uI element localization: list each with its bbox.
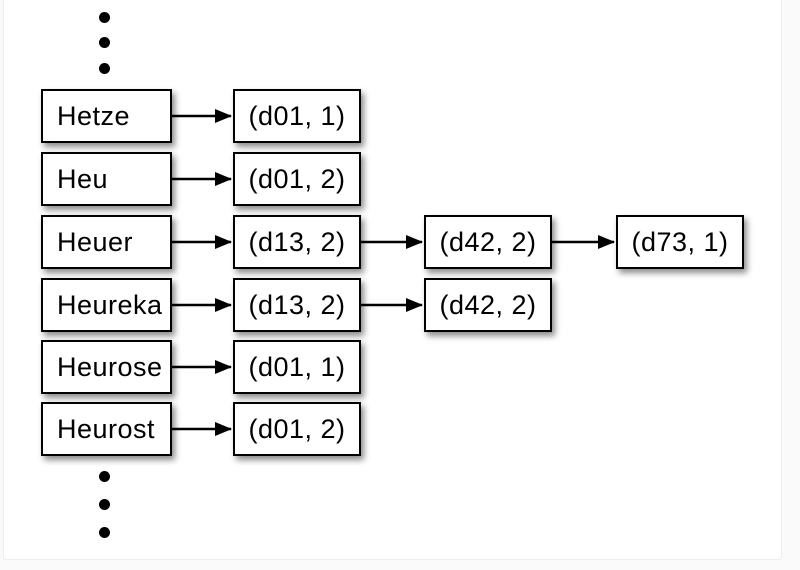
- posting-box-label: (d42, 2): [439, 289, 537, 320]
- ellipsis-dot: [99, 63, 110, 74]
- term-box-heureka: Heureka: [41, 278, 172, 332]
- posting-box: (d73, 1): [616, 215, 744, 269]
- posting-box-label: (d13, 2): [248, 226, 346, 257]
- ellipsis-dot: [99, 37, 110, 48]
- posting-box: (d42, 2): [424, 215, 552, 269]
- term-box-heu: Heu: [41, 152, 172, 206]
- posting-box: (d01, 2): [233, 152, 361, 206]
- ellipsis-dot: [99, 499, 110, 510]
- posting-box-label: (d01, 2): [248, 413, 346, 444]
- ellipsis-dot: [99, 12, 110, 23]
- posting-box: (d01, 2): [233, 402, 361, 456]
- posting-box: (d13, 2): [233, 278, 361, 332]
- term-box-heuer: Heuer: [41, 215, 172, 269]
- posting-box: (d42, 2): [424, 278, 552, 332]
- term-box-heurost: Heurost: [41, 402, 172, 456]
- posting-box-label: (d13, 2): [248, 289, 346, 320]
- posting-box: (d01, 1): [233, 340, 361, 394]
- term-box-heureka-label: Heureka: [57, 289, 163, 320]
- term-box-hetze-label: Hetze: [57, 100, 131, 131]
- term-box-heurost-label: Heurost: [57, 413, 156, 444]
- term-box-heu-label: Heu: [57, 163, 109, 194]
- term-box-heuer-label: Heuer: [57, 226, 134, 257]
- posting-box: (d01, 1): [233, 89, 361, 143]
- ellipsis-dot: [99, 471, 110, 482]
- posting-box-label: (d01, 2): [248, 163, 346, 194]
- term-box-heurose-label: Heurose: [57, 351, 163, 382]
- posting-box-label: (d42, 2): [439, 226, 537, 257]
- posting-box-label: (d01, 1): [248, 351, 346, 382]
- term-box-heurose: Heurose: [41, 340, 172, 394]
- posting-box: (d13, 2): [233, 215, 361, 269]
- term-box-hetze: Hetze: [41, 89, 172, 143]
- posting-box-label: (d73, 1): [631, 226, 729, 257]
- ellipsis-dot: [99, 527, 110, 538]
- posting-box-label: (d01, 1): [248, 100, 346, 131]
